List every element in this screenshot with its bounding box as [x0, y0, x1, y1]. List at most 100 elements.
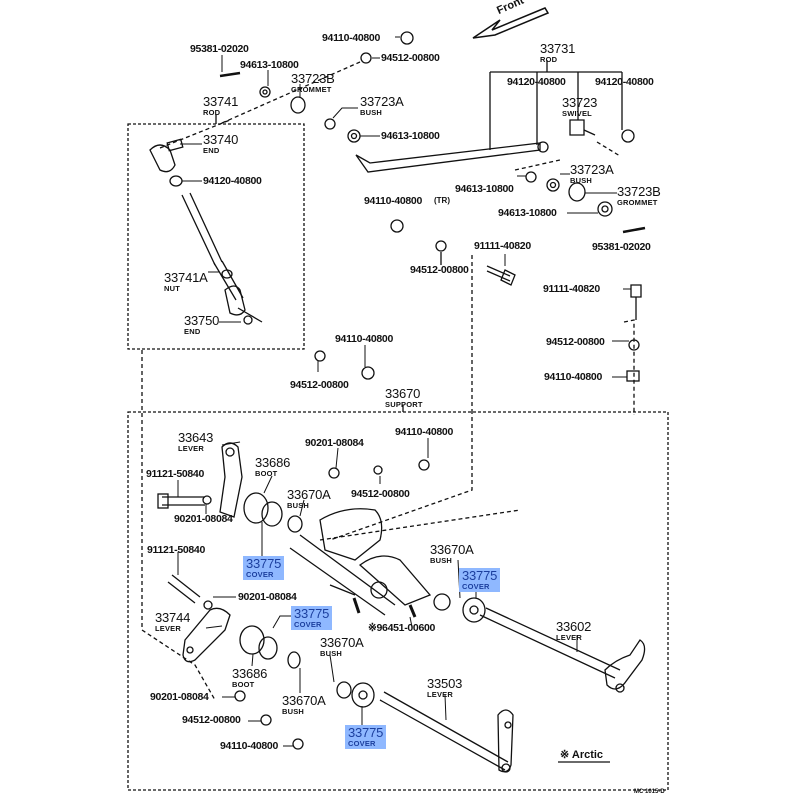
part-label[interactable]: 94613-10800 [240, 60, 299, 71]
part-name: LEVER [556, 633, 583, 642]
part-label[interactable]: 94512-00800 [546, 337, 605, 348]
part-label[interactable]: 94120-40800 [203, 176, 262, 187]
part-number: 90201-08084 [150, 691, 209, 703]
part-number: 33744 [155, 610, 191, 625]
part-number: 33670A [282, 693, 326, 708]
part-label[interactable]: 94110-40800 [220, 741, 278, 752]
part-number: 33723B [617, 184, 661, 199]
part-label[interactable]: 94110-40800 [335, 334, 393, 345]
part-label[interactable]: 90201-08084 [174, 514, 233, 525]
part-label[interactable]: 95381-02020 [592, 242, 651, 253]
part-number: 94613-10800 [455, 183, 514, 195]
part-number: 94110-40800 [544, 371, 603, 383]
part-label[interactable]: 90201-08084 [305, 438, 364, 449]
part-label[interactable]: 94120-40800 [595, 77, 654, 88]
part-number: 94512-00800 [182, 714, 241, 726]
part-name: END [184, 327, 201, 336]
support-33670-drawing [289, 508, 432, 616]
part-number: 33775 [348, 725, 384, 740]
part-number: 94512-00800 [351, 488, 410, 500]
part-label[interactable]: 94120-40800 [507, 77, 566, 88]
part-number: 94110-40800 [364, 195, 423, 207]
part-name: BOOT [232, 680, 255, 689]
part-number: 95381-02020 [592, 241, 651, 253]
part-number: 33775 [462, 568, 498, 583]
part-label[interactable]: 91121-50840 [146, 469, 204, 480]
part-label[interactable]: 94613-10800 [455, 184, 514, 195]
part-number: 33670A [320, 635, 364, 650]
part-label[interactable]: 91111-40820 [543, 284, 600, 295]
part-number: 33723A [360, 94, 404, 109]
part-number: 94512-00800 [290, 379, 349, 391]
part-number: 94613-10800 [498, 207, 557, 219]
part-name: END [203, 146, 220, 155]
part-label[interactable]: 94512-00800 [290, 380, 349, 391]
part-number: 90201-08084 [174, 513, 233, 525]
part-number: 94120-40800 [595, 76, 654, 88]
lever-33602-drawing [479, 607, 646, 693]
part-number: 90201-08084 [238, 591, 297, 603]
rod-33741-drawing [149, 138, 263, 325]
part-label[interactable]: 94110-40800 [322, 33, 380, 44]
part-name: SWIVEL [562, 109, 592, 118]
part-label[interactable]: 94110-40800 [544, 372, 602, 383]
part-number: 94512-00800 [410, 264, 469, 276]
part-name: GROMMET [617, 198, 658, 207]
part-label[interactable]: 90201-08084 [150, 692, 209, 703]
lever-33643-drawing [157, 442, 243, 518]
part-label[interactable]: 94613-10800 [381, 131, 440, 142]
arctic-mark-icon: ※ [368, 622, 377, 634]
part-label[interactable]: 91121-50840 [147, 545, 205, 556]
support-assembly-box [127, 411, 669, 791]
nut-shape [400, 31, 414, 45]
part-number: 33670A [430, 542, 474, 557]
part-label[interactable]: 94613-10800 [498, 208, 557, 219]
part-number: 33686 [232, 666, 268, 681]
asterisk-mark-icon: ※ [560, 749, 570, 761]
part-label[interactable]: 94512-00800 [410, 265, 469, 276]
part-number: 94110-40800 [322, 32, 381, 44]
part-label[interactable]: 94110-40800 [395, 427, 453, 438]
part-name: ROD [540, 55, 558, 64]
part-name: BUSH [320, 649, 343, 658]
part-name: BUSH [287, 501, 310, 510]
part-number: 33740 [203, 132, 239, 147]
part-label[interactable]: ※96451-00600 [368, 623, 435, 634]
part-label[interactable]: 90201-08084 [238, 592, 297, 603]
part-name: ROD [203, 108, 221, 117]
part-number: 94110-40800 [395, 426, 454, 438]
part-label[interactable]: 94512-00800 [381, 53, 440, 64]
part-label[interactable]: 94512-00800 [182, 715, 241, 726]
part-name: BUSH [360, 108, 383, 117]
part-label[interactable]: 94512-00800 [351, 489, 410, 500]
part-label[interactable]: 94110-40800(TR) [364, 195, 450, 207]
part-label[interactable]: 91111-40820 [474, 241, 531, 252]
part-number: 94613-10800 [381, 130, 440, 142]
part-label[interactable]: 95381-02020 [190, 44, 249, 55]
